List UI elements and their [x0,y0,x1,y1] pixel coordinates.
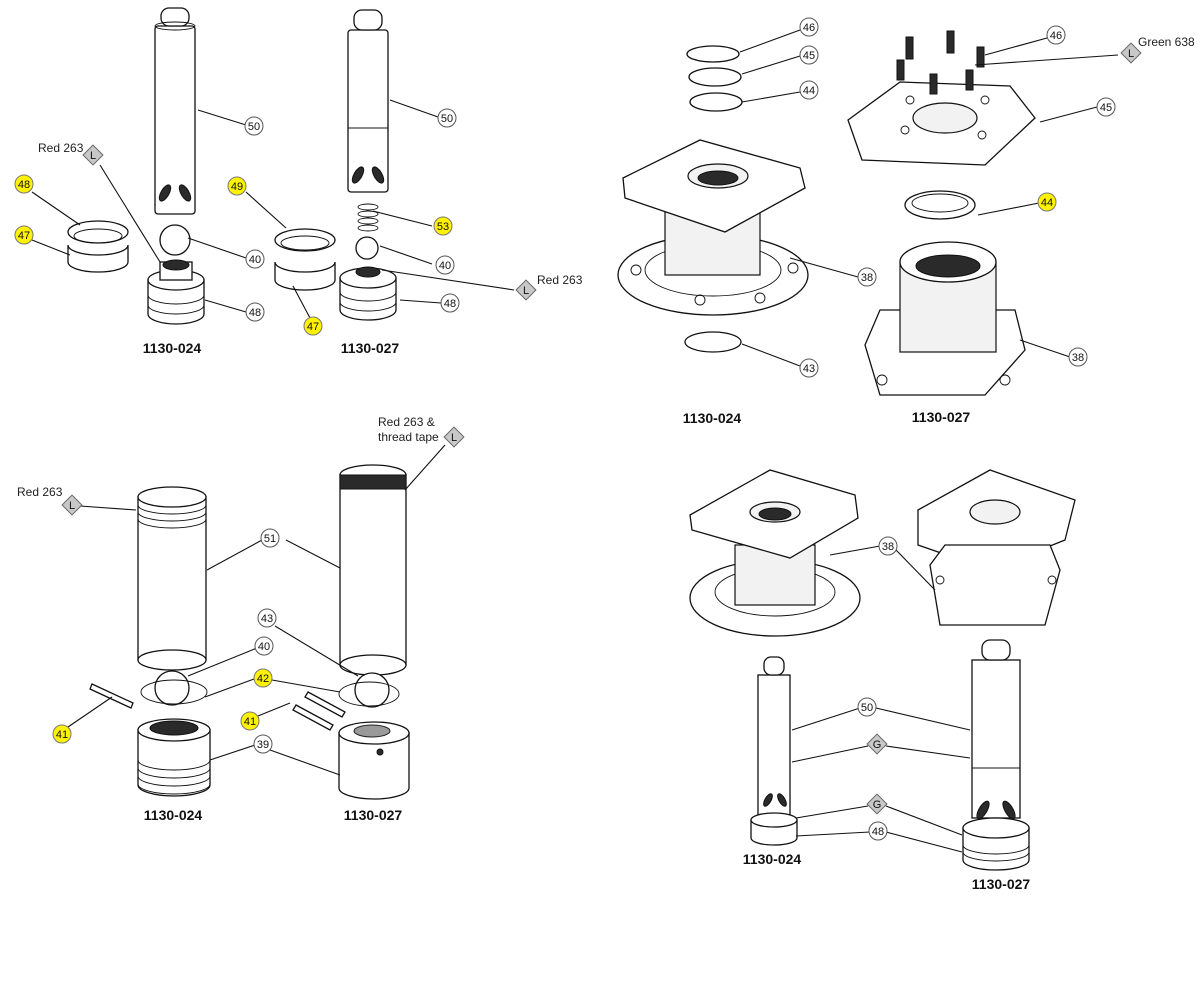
callout-48-024: 48 [249,307,261,319]
callout-41-024-highlight: 41 [56,729,68,741]
callout-53-highlight: 53 [437,221,449,233]
spring-027 [357,203,379,232]
quadrant-bottom-left: 51 40 43 42 41 41 39 L Red 263 L Red 263… [17,415,465,823]
callout-48-highlight: 48 [18,179,30,191]
quadrant-bottom-right: 38 50 G G 48 1130-024 1130-027 [689,469,1076,892]
callout-48-027: 48 [444,298,456,310]
loctite-diamond-tl: L [90,150,96,162]
callout-44-027-highlight: 44 [1041,197,1053,209]
ball-027 [355,236,379,260]
ball-bl-027 [354,672,390,708]
callout-49-highlight: 49 [231,181,243,193]
grease-diamond-2: G [873,799,882,811]
callout-47-027-highlight: 47 [307,321,319,333]
callout-51: 51 [264,533,276,545]
callout-38-br: 38 [882,541,894,553]
piston-rod-027 [347,9,389,193]
callout-38-027: 38 [1072,352,1084,364]
callout-42-highlight: 42 [257,673,269,685]
assembly-rod-024 [750,656,798,846]
valve-body-027 [338,721,410,800]
cylinder-024 [137,486,207,671]
caption-br-027: 1130-027 [972,876,1031,892]
callout-50-024: 50 [248,121,260,133]
callout-43-024: 43 [803,363,815,375]
callout-40-bl: 40 [258,641,270,653]
loctite-diamond-tr: L [1128,48,1134,60]
quadrant-top-left: 50 40 48 48 47 50 53 40 48 49 47 L Red 2… [14,7,583,356]
caption-br-024: 1130-024 [743,851,802,867]
seal-rings-024 [67,220,129,273]
screws-027 [896,30,985,95]
callout-45-024: 45 [803,50,815,62]
ball-bl-024 [154,670,190,706]
quadrant-top-right: 46 45 44 38 43 46 45 44 38 L Green 638 1… [617,17,1195,426]
note-green-638: Green 638 [1138,35,1195,49]
caption-tr-027: 1130-027 [912,409,971,425]
callout-50-br: 50 [861,702,873,714]
housing-024 [617,139,809,316]
note-red-263-bl: Red 263 [17,485,63,499]
callout-41-027-highlight: 41 [244,716,256,728]
piston-rod-024 [154,7,196,215]
note-red-263-tl: Red 263 [38,141,84,155]
note-red-263-tape-1: Red 263 & [378,415,435,429]
caption-tl-027: 1130-027 [341,340,400,356]
callout-46-024: 46 [803,22,815,34]
loctite-diamond-bl2: L [451,432,457,444]
seal-rings-027 [274,228,336,291]
callout-45-027: 45 [1100,102,1112,114]
foot-valve-027 [339,266,397,321]
assembly-housing-027 [917,469,1076,626]
caption-tr-024: 1130-024 [683,410,742,426]
callout-40-027: 40 [439,260,451,272]
housing-027 [864,241,1026,396]
grease-diamond-1: G [873,739,882,751]
loctite-diamond-bl: L [69,500,75,512]
callout-46-027: 46 [1050,30,1062,42]
note-red-263-tl2: Red 263 [537,273,583,287]
loctite-diamond-tl2: L [523,285,529,297]
callout-47-highlight: 47 [18,230,30,242]
mount-plate-027 [847,81,1036,166]
caption-bl-024: 1130-024 [144,807,203,823]
valve-body-024 [137,718,211,797]
callout-39: 39 [257,739,269,751]
callout-40-024: 40 [249,254,261,266]
callout-38-024: 38 [861,272,873,284]
assembly-housing-024 [689,469,861,637]
callout-44-024: 44 [803,85,815,97]
caption-bl-027: 1130-027 [344,807,403,823]
foot-valve-024 [147,259,205,325]
ball-024 [159,224,191,256]
callout-50-027: 50 [441,113,453,125]
callout-48-br: 48 [872,826,884,838]
callout-43-bl: 43 [261,613,273,625]
pins-bl [89,683,346,731]
assembly-rod-027 [962,639,1030,871]
cylinder-027 [339,464,407,676]
note-red-263-tape-2: thread tape [378,430,439,444]
caption-tl-024: 1130-024 [143,340,202,356]
